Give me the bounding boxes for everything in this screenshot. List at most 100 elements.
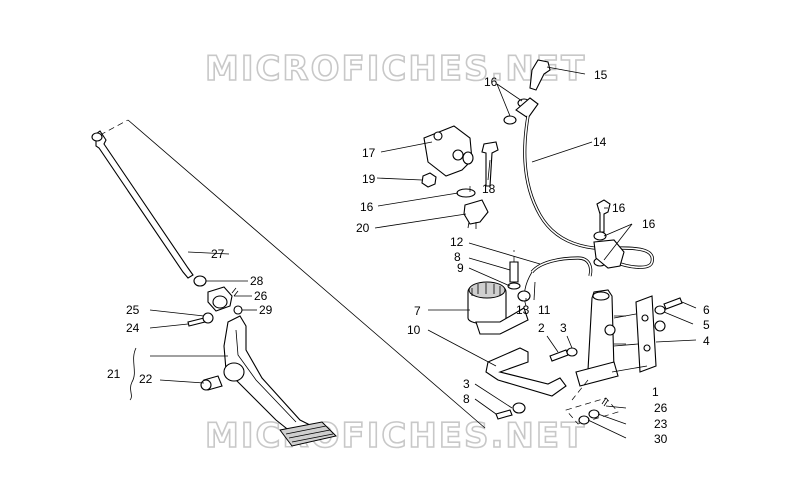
callout-23: 23 — [654, 417, 668, 431]
bolt-6 — [663, 297, 683, 310]
reservoir-bracket — [475, 307, 529, 335]
callout-2: 2 — [538, 321, 545, 335]
callout-7: 7 — [414, 304, 421, 318]
washer-3-lower — [512, 402, 526, 414]
callout-9: 9 — [457, 261, 464, 275]
rod-eye — [91, 132, 103, 142]
guide-dash — [99, 119, 129, 136]
callout-16-top: 16 — [484, 75, 498, 89]
callout-11: 11 — [538, 303, 551, 317]
callout-5: 5 — [703, 318, 710, 332]
washer-16-a — [503, 115, 517, 125]
callout-3-upper: 3 — [560, 321, 567, 335]
callout-15-top: 15 — [594, 68, 608, 82]
callout-10: 10 — [407, 323, 421, 337]
callout-19: 19 — [362, 172, 376, 186]
brake-pedal-assembly — [91, 119, 486, 447]
clevis-pin-hole — [212, 295, 228, 309]
callout-26-left: 26 — [254, 289, 268, 303]
nut-28 — [193, 275, 207, 287]
brake-hose-14-loop-inner — [614, 247, 654, 269]
dash-cylinder-down — [571, 379, 589, 401]
split-pin-26 — [231, 287, 239, 297]
stop-light-switch-20 — [463, 199, 489, 225]
bolt-2 — [549, 349, 569, 362]
mounting-bracket-10 — [485, 347, 567, 397]
callout-1: 1 — [652, 385, 659, 399]
callout-25: 25 — [126, 303, 140, 317]
nut-plate — [654, 320, 666, 332]
watermark-top: MICROFICHES.NET — [205, 49, 586, 89]
callout-8-top: 8 — [454, 250, 461, 264]
callout-20: 20 — [356, 221, 370, 235]
split-pin-26-lower — [601, 397, 609, 407]
reservoir-hose-end — [524, 271, 533, 307]
reservoir-hose-11-inner — [531, 257, 592, 277]
bracket-boss — [462, 151, 474, 165]
callout-21: 21 — [107, 367, 121, 381]
washer-30 — [578, 415, 590, 425]
callout-4: 4 — [703, 334, 710, 348]
pedal-pad-grip — [285, 425, 334, 443]
plate-hole-2 — [643, 344, 651, 352]
callout-24: 24 — [126, 321, 140, 335]
lower-group-outline — [565, 397, 619, 425]
leader-lines — [149, 66, 697, 439]
mount-ears — [614, 315, 626, 345]
callout-12: 12 — [450, 235, 464, 249]
washer-9 — [507, 282, 521, 290]
callout-13: 13 — [516, 303, 530, 317]
callout-16-lower: 16 — [642, 217, 656, 231]
callout-14: 14 — [593, 135, 607, 149]
frame-break-line — [129, 347, 137, 401]
banjo-bolt-15-lower — [596, 199, 611, 233]
washer-25 — [202, 312, 214, 324]
master-cylinder-top — [592, 291, 610, 301]
banjo-fitting-top — [515, 97, 539, 119]
switch-terminals — [467, 221, 477, 229]
nut-19 — [421, 172, 437, 188]
callout-8-lower: 8 — [463, 392, 470, 406]
master-cylinder-foot — [575, 361, 619, 387]
callout-15-lower: 16 — [612, 201, 626, 215]
callout-26-lower: 26 — [654, 401, 668, 415]
bracket-17 — [423, 125, 473, 177]
push-rod — [95, 130, 194, 279]
callout-3-lower: 3 — [463, 377, 470, 391]
bracket-hole — [433, 131, 443, 141]
washer-29 — [233, 305, 243, 315]
callout-30: 30 — [654, 432, 668, 446]
washer-16-switch — [456, 188, 476, 198]
bracket-hole-2 — [452, 149, 464, 161]
callout-22: 22 — [139, 372, 153, 386]
watermark-bottom: MICROFICHES.NET — [205, 416, 586, 456]
plate-hole-1 — [641, 314, 649, 322]
hydraulic-assembly — [421, 59, 683, 425]
screw-8-top — [509, 261, 519, 283]
reservoir-hose-11 — [530, 256, 593, 277]
washer-23 — [588, 409, 600, 419]
pedal-pivot — [223, 362, 245, 382]
reservoir-cap-ribs — [471, 283, 501, 296]
washer-3-upper — [566, 347, 578, 357]
banjo-bolt-15-top — [529, 59, 551, 91]
callout-16-mid: 16 — [360, 200, 374, 214]
callout-17: 17 — [362, 146, 376, 160]
callout-18: 18 — [482, 182, 496, 196]
plate-link-lines — [613, 313, 639, 347]
pedal-arm-edge — [235, 329, 297, 423]
washer-5 — [654, 305, 666, 315]
bolt-8-lower — [495, 409, 513, 420]
bushing-22-end — [200, 379, 212, 391]
callout-29: 29 — [259, 303, 273, 317]
washer-16-c — [593, 231, 607, 241]
callout-labels: 15 16 14 17 19 18 16 20 16 16 12 8 9 7 1… — [107, 68, 710, 446]
outlet-port — [604, 324, 616, 336]
guide-line — [127, 119, 486, 429]
callout-28: 28 — [250, 274, 264, 288]
callout-27: 27 — [211, 247, 225, 261]
hose-clamp-13 — [517, 290, 531, 302]
bolt-24 — [187, 317, 206, 327]
callout-6: 6 — [703, 303, 710, 317]
